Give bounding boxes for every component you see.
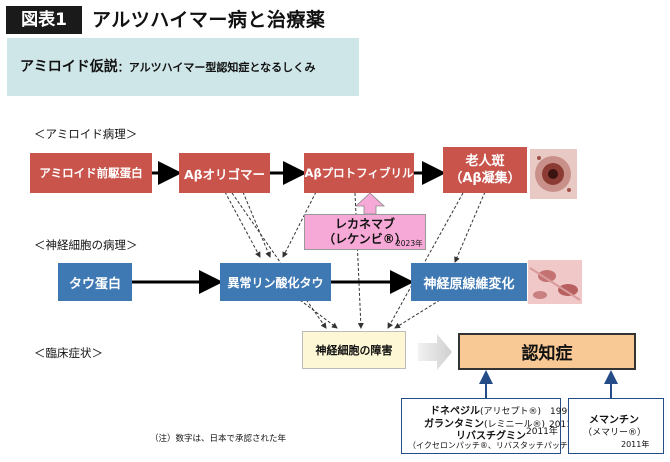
drug-memantine-brand: （メマリー®） <box>583 428 647 438</box>
lecanemab-name: レカネマブ <box>334 217 395 231</box>
node-senile-plaque: 老人斑 （Aβ凝集） <box>443 147 527 193</box>
dashed-oligomer-to-ptau-b <box>242 191 271 258</box>
lecanemab-brand: （レケンビ®） <box>323 232 407 246</box>
arrow-neuron-to-dementia <box>418 334 452 370</box>
dashed-plaque-to-neuron <box>387 192 464 329</box>
drug-rivastigmine-name: リバスチグミン <box>456 431 526 442</box>
node-tau-protein: タウ蛋白 <box>58 263 132 301</box>
dashed-protofibril-to-ptau <box>282 191 317 258</box>
senile-plaque-label: 老人斑 <box>465 154 505 169</box>
drug-galantamine-row: ガランタミン(レミニール®)2011年 <box>424 415 581 430</box>
senile-plaque-sublabel: （Aβ凝集） <box>449 171 521 186</box>
drug-list-cholinesterase: ドネペジル(アリセプト®) 1999年 ガランタミン(レミニール®)2011年 リ… <box>401 398 584 454</box>
drug-galantamine-brand: (レミニール®) <box>484 420 546 430</box>
drug-list-memantine: メマンチン （メマリー®） 2011年 <box>568 398 664 454</box>
drug-donepezil-year: 1999年 <box>550 407 582 417</box>
figure-label: 図表1 <box>6 6 82 34</box>
dashed-oligomer-to-neuron <box>231 192 327 329</box>
node-phosphorylated-tau: 異常リン酸化タウ <box>220 263 331 301</box>
dashed-oligomer-to-ptau-a <box>224 191 261 258</box>
drug-rivastigmine-brand: （イクセロンパッチ®、リバスタッチパッチ®） <box>408 441 584 450</box>
drug-memantine-name: メマンチン <box>589 415 639 426</box>
senile-plaque-image <box>530 149 577 199</box>
arrow-lecanemab-up <box>354 192 386 215</box>
hypothesis-heading: アミロイド仮説：アルツハイマー型認知症となるしくみ <box>20 58 316 77</box>
neurofibrillary-tangle-image <box>528 260 582 304</box>
dashed-plaque-to-tangle <box>454 191 486 263</box>
drug-memantine-year: 2011年 <box>621 440 650 449</box>
drug-rivastigmine-year: 2011年 <box>526 427 558 437</box>
node-neurofibrillary-tangle: 神経原線維変化 <box>411 263 527 301</box>
drug-galantamine-year: 2011年 <box>549 420 581 430</box>
drug-donepezil-row: ドネペジル(アリセプト®) 1999年 <box>430 402 582 417</box>
dashed-tangle-to-neuron <box>394 299 441 329</box>
hypothesis-title: アミロイド仮説 <box>20 59 118 75</box>
footnote: （注）数字は、日本で承認された年 <box>150 434 287 444</box>
node-amyloid-precursor-protein: アミロイド前駆蛋白 <box>30 153 152 193</box>
node-abeta-protofibril: Aβプロトフィブリル <box>304 153 414 193</box>
lecanemab-box: レカネマブ （レケンビ®） <box>304 214 426 250</box>
section-clinical-label: ＜臨床症状＞ <box>34 346 103 360</box>
drug-galantamine-name: ガランタミン <box>424 419 484 430</box>
drug-donepezil-name: ドネペジル <box>430 406 480 417</box>
node-neuronal-damage: 神経細胞の障害 <box>302 331 406 369</box>
section-neuron-label: ＜神経細胞の病理＞ <box>34 238 138 252</box>
hypothesis-subtitle: ：アルツハイマー型認知症となるしくみ <box>117 61 316 74</box>
section-amyloid-label: ＜アミロイド病理＞ <box>34 127 138 141</box>
drug-donepezil-brand: (アリセプト®) <box>480 407 542 417</box>
lecanemab-year: 2023年 <box>396 239 423 248</box>
node-abeta-oligomer: Aβオリゴマー <box>179 153 270 193</box>
dashed-ptau-to-neuron <box>299 299 338 329</box>
node-dementia: 認知症 <box>458 333 636 370</box>
figure-title: アルツハイマー病と治療薬 <box>92 9 326 31</box>
hypothesis-panel <box>7 38 359 96</box>
